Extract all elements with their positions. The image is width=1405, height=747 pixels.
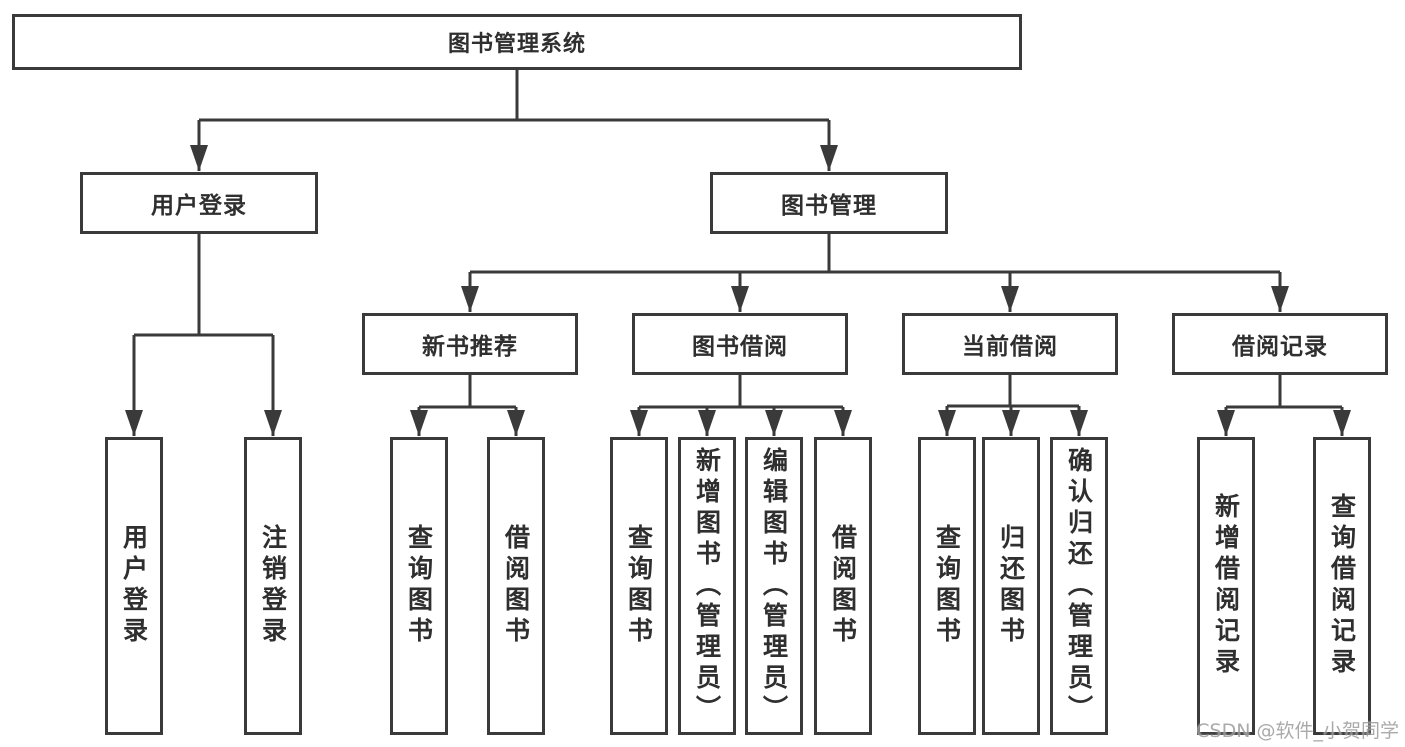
- node-br-add-record: 新增借阅记录: [1197, 437, 1255, 735]
- node-bb-edit-books-admin-label: 编辑图书（管理员）: [759, 446, 789, 726]
- node-bb-add-books-admin: 新增图书（管理员）: [678, 437, 736, 735]
- node-nb-query-books-label: 查询图书: [404, 524, 434, 648]
- node-root: 图书管理系统: [12, 14, 1022, 70]
- node-user-login: 用户登录: [80, 172, 318, 234]
- node-book-borrow-label: 图书借阅: [692, 334, 788, 360]
- node-leaf-user-login: 用户登录: [105, 437, 163, 735]
- connector-new-book-recommend: [410, 375, 525, 436]
- connector-current-borrow: [938, 375, 1088, 436]
- node-book-management-label: 图书管理: [781, 193, 877, 219]
- node-bb-query-books: 查询图书: [610, 437, 668, 735]
- node-current-borrow: 当前借阅: [902, 313, 1118, 375]
- node-br-add-record-label: 新增借阅记录: [1211, 493, 1241, 679]
- node-cb-query-books-label: 查询图书: [932, 524, 962, 648]
- node-borrow-records: 借阅记录: [1172, 313, 1388, 375]
- node-bb-edit-books-admin: 编辑图书（管理员）: [745, 437, 803, 735]
- connector-book-management: [461, 234, 1289, 312]
- node-br-query-record-label: 查询借阅记录: [1327, 493, 1357, 679]
- node-cb-confirm-return-admin-label: 确认归还（管理员）: [1064, 446, 1094, 726]
- node-nb-borrow-books: 借阅图书: [487, 437, 545, 735]
- node-borrow-records-label: 借阅记录: [1232, 334, 1328, 360]
- node-new-book-recommend: 新书推荐: [362, 313, 578, 375]
- connector-book-borrow: [630, 375, 852, 436]
- node-bb-borrow-books: 借阅图书: [814, 437, 872, 735]
- node-cb-confirm-return-admin: 确认归还（管理员）: [1050, 437, 1108, 735]
- node-br-query-record: 查询借阅记录: [1313, 437, 1371, 735]
- node-cb-return-books-label: 归还图书: [996, 524, 1026, 648]
- node-leaf-logout-login: 注销登录: [244, 437, 302, 735]
- node-bb-borrow-books-label: 借阅图书: [828, 524, 858, 648]
- node-book-management: 图书管理: [710, 172, 948, 234]
- node-leaf-logout-login-label: 注销登录: [258, 524, 288, 648]
- node-current-borrow-label: 当前借阅: [962, 334, 1058, 360]
- node-bb-add-books-admin-label: 新增图书（管理员）: [692, 446, 722, 726]
- node-nb-borrow-books-label: 借阅图书: [501, 524, 531, 648]
- node-nb-query-books: 查询图书: [390, 437, 448, 735]
- node-user-login-label: 用户登录: [151, 193, 247, 219]
- node-bb-query-books-label: 查询图书: [624, 524, 654, 648]
- node-leaf-user-login-label: 用户登录: [119, 524, 149, 648]
- node-new-book-recommend-label: 新书推荐: [422, 334, 518, 360]
- node-cb-return-books: 归还图书: [982, 437, 1040, 735]
- node-cb-query-books: 查询图书: [918, 437, 976, 735]
- connector-root: [190, 70, 838, 171]
- node-root-label: 图书管理系统: [447, 32, 586, 57]
- connector-borrow-records: [1217, 375, 1351, 436]
- node-book-borrow: 图书借阅: [632, 313, 848, 375]
- connector-user-login: [125, 234, 282, 436]
- csdn-watermark: CSDN @软件_小贺同学: [1196, 720, 1399, 742]
